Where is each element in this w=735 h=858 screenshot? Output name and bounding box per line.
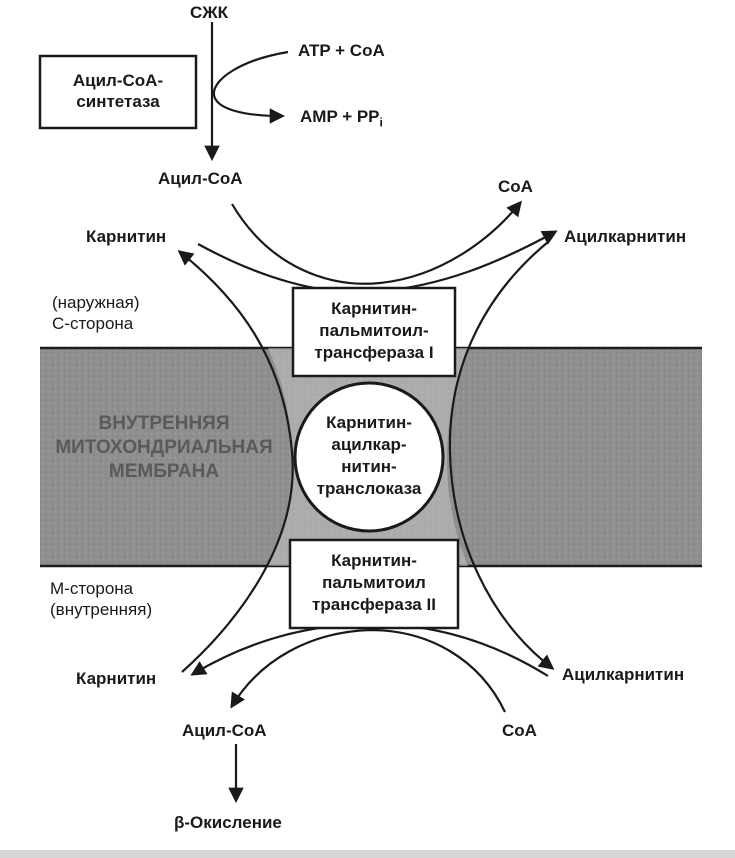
- inner-side-line-2: (внутренняя): [50, 600, 153, 619]
- cpt1-line-2: пальмитоил-: [319, 321, 429, 340]
- atp-to-amp-curve: [212, 50, 289, 124]
- cpt2-line-2: пальмитоил: [322, 573, 426, 592]
- cpt1-line-3: трансфераза I: [314, 343, 434, 362]
- acyl-coa-bottom-label: Ацил-CoA: [182, 721, 267, 740]
- acylcarnitine-top-label: Ацилкарнитин: [564, 227, 687, 246]
- fatty-acid-label: СЖК: [190, 3, 229, 22]
- cpt1-box: [291, 286, 457, 378]
- cpt1-line-1: Карнитин-: [331, 299, 417, 318]
- carnitine-bottom-label: Карнитин: [76, 669, 157, 688]
- amp-ppi-subscript: i: [379, 115, 383, 130]
- carnitine-return-arc: [177, 250, 294, 673]
- amp-ppi-label: AMP + PPi: [300, 106, 383, 133]
- membrane-label: ВНУТРЕННЯЯ МИТОХОНДРИАЛЬНАЯ МЕМБРАНА: [44, 412, 284, 484]
- synthetase-line-1: Ацил-CoA-: [72, 71, 164, 90]
- acylcarnitine-bottom-label: Ацилкарнитин: [562, 665, 685, 684]
- acylcarnitine-to-carnitine-arrow: [190, 622, 549, 677]
- cpt2-box: [288, 538, 460, 630]
- outer-side-line-1: (наружная): [52, 293, 140, 312]
- inner-side-line-1: М-сторона: [50, 579, 134, 598]
- atp-coa-label: ATP + CoA: [298, 41, 385, 60]
- coa-top-label: CoA: [498, 177, 533, 196]
- cpt2-line-1: Карнитин-: [331, 551, 417, 570]
- inner-side-label: М-сторона (внутренняя): [50, 578, 152, 620]
- beta-oxidation-label: β-Окисление: [174, 813, 282, 832]
- translocase-line-1: Карнитин-: [326, 413, 412, 432]
- acyl-coa-top-label: Ацил-CoA: [158, 169, 243, 188]
- translocase-circle: [293, 381, 445, 533]
- scan-edge: [0, 850, 735, 858]
- translocase-line-2: ацилкар-: [331, 435, 407, 454]
- coa-to-acylcoa-arrow: [230, 628, 506, 713]
- amp-ppi-text: AMP + PP: [300, 107, 380, 126]
- cpt1-label: Карнитин- пальмитоил- трансфераза I: [293, 298, 455, 364]
- acylcarnitine-entry-arc: [448, 241, 555, 670]
- carnitine-top-label: Карнитин: [86, 227, 167, 246]
- translocase-line-3: нитин-: [341, 457, 397, 476]
- acylcoa-to-coa-arrow: [231, 200, 522, 285]
- translocase-line-4: транслоказа: [316, 479, 422, 498]
- membrane-line-2: МИТОХОНДРИАЛЬНАЯ: [55, 437, 273, 458]
- outer-side-label: (наружная) С-сторона: [52, 292, 140, 334]
- membrane-line-3: МЕМБРАНА: [108, 461, 220, 482]
- cpt2-label: Карнитин- пальмитоил трансфераза II: [290, 550, 458, 616]
- synthetase-line-2: синтетаза: [76, 92, 160, 111]
- membrane-line-1: ВНУТРЕННЯЯ: [98, 413, 230, 434]
- cpt2-line-3: трансфераза II: [312, 595, 436, 614]
- translocase-label: Карнитин- ацилкар- нитин- транслоказа: [300, 412, 438, 500]
- synthetase-box: [38, 54, 198, 130]
- outer-side-line-2: С-сторона: [52, 314, 134, 333]
- coa-bottom-label: CoA: [502, 721, 537, 740]
- synthetase-label: Ацил-CoA- синтетаза: [40, 70, 196, 112]
